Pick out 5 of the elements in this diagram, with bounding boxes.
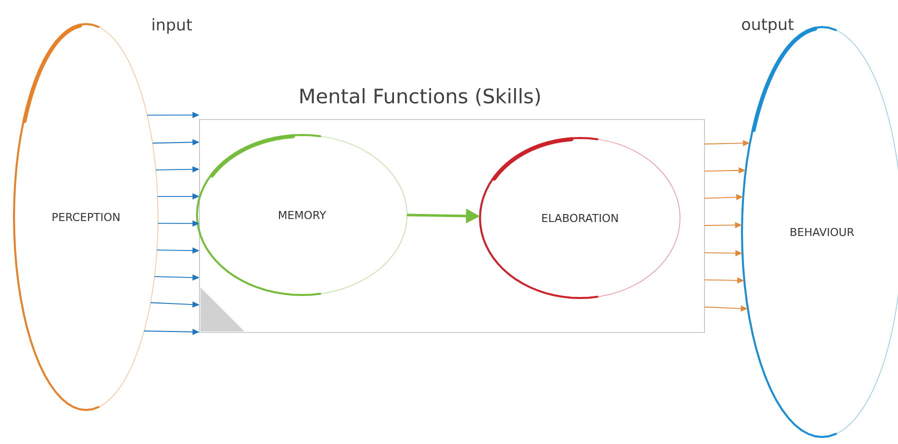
side-label: output — [742, 18, 794, 34]
oval: MEMORY — [196, 134, 408, 296]
side-label: input — [152, 18, 192, 34]
oval: ELABORATION — [479, 137, 680, 299]
box-heading: Mental Functions (Skills) — [300, 88, 540, 106]
